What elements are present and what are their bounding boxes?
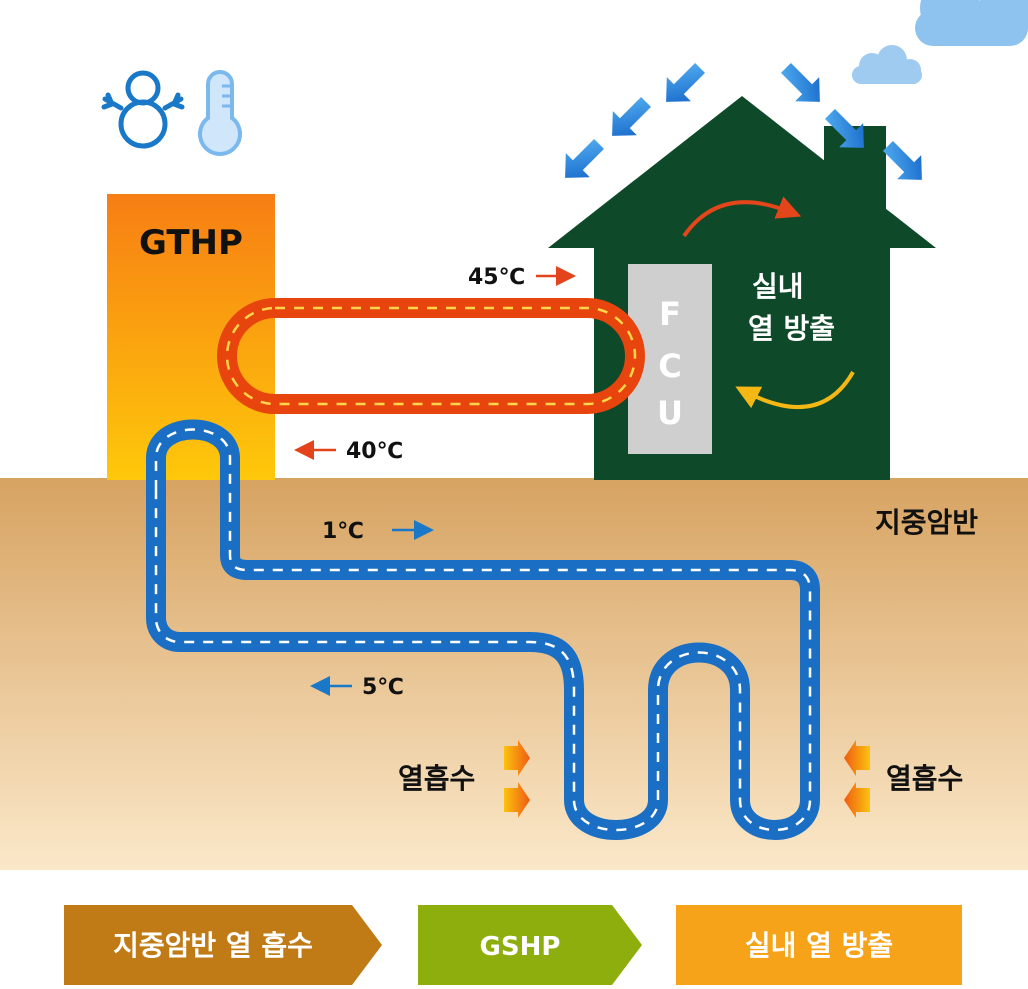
snowman-icon (101, 70, 185, 149)
fcu-letter-f: F (659, 295, 681, 333)
heat-input-arrows (565, 63, 922, 180)
right-arrow-icon (504, 782, 530, 818)
left-arrow-icon (844, 740, 870, 776)
absorb-label-left: 열흡수 (398, 762, 475, 795)
absorb-label-right: 열흡수 (886, 762, 963, 795)
flow-step-label: 지중암반 열 흡수 (113, 929, 313, 962)
hot-water-loop (217, 298, 645, 414)
circulation-arrow-icon (682, 196, 802, 238)
indoor-label-line1: 실내 (752, 270, 804, 303)
cloud-icon (852, 45, 922, 84)
down-arrow-icon (781, 63, 820, 102)
cloud-icon (915, 0, 1028, 46)
fcu-letter-u: U (657, 394, 683, 432)
gthp-label: GTHP (139, 223, 243, 263)
circulation-arrow-icon (735, 371, 855, 409)
temp-loop-cold-out: 1℃ (322, 519, 364, 544)
down-arrow-icon (825, 109, 864, 148)
flow-step-indoor-heat-release: 실내 열 방출 (676, 905, 962, 985)
down-arrow-icon (565, 139, 604, 178)
down-arrow-icon (612, 97, 651, 136)
down-arrow-icon (883, 141, 922, 180)
indoor-label-line2: 열 방출 (748, 312, 835, 345)
left-arrow-icon (844, 782, 870, 818)
temp-loop-cold-in: 5℃ (362, 675, 404, 700)
down-arrow-icon (666, 63, 705, 102)
temp-supply-hot: 45℃ (468, 265, 525, 290)
ground-loop-pipe (146, 419, 820, 840)
right-arrow-icon (504, 740, 530, 776)
flow-step-ground-heat-absorption: 지중암반 열 흡수 (64, 905, 382, 985)
ground-label: 지중암반 (875, 506, 978, 539)
fcu-letter-c: C (658, 347, 681, 385)
thermometer-icon (198, 70, 242, 156)
house (548, 96, 936, 480)
temp-return-hot: 40℃ (346, 439, 403, 464)
flow-step-label: 실내 열 방출 (745, 929, 893, 962)
flow-step-label: GSHP (480, 932, 561, 962)
flow-step-gshp: GSHP (418, 905, 642, 985)
